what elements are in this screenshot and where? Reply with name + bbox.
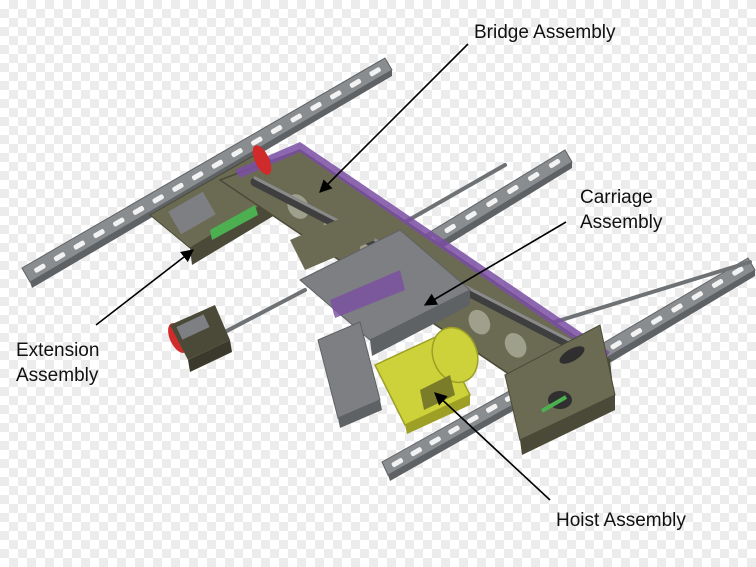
rail-slot (349, 78, 362, 88)
rail-slot (34, 263, 46, 273)
rail-slot (290, 113, 302, 123)
rail-slot (310, 101, 322, 111)
rail-slot (251, 136, 263, 146)
rail-slot (410, 447, 423, 457)
rail-slot (610, 340, 622, 350)
runway-rail-bottom (381, 384, 528, 481)
rail-slot (711, 278, 724, 288)
rail-slot (73, 240, 86, 250)
right-end-truck (504, 324, 616, 455)
runway-rail-top-left (21, 57, 393, 288)
extension-leader (95, 249, 195, 326)
rail-slot (486, 197, 498, 208)
rail-slot (630, 328, 643, 338)
extension-assembly-body (170, 305, 232, 372)
rail-slot (132, 205, 145, 215)
bridge-assembly-label: Bridge Assembly (474, 22, 616, 43)
rail-slot (172, 182, 184, 192)
girder-lightening-hole (504, 332, 527, 358)
rail-slot (113, 217, 125, 227)
rail-slot (53, 252, 66, 262)
rail-slot (528, 171, 540, 182)
hoist-assembly-label: Hoist Assembly (556, 510, 686, 531)
extension-assembly-label: Extension Assembly (16, 340, 100, 386)
rail-slot (465, 210, 477, 221)
carriage-leader (423, 221, 567, 306)
rail-slot (391, 458, 404, 468)
runway-rail-right-front (599, 257, 756, 364)
rail-slot (732, 266, 744, 276)
leader-lines (95, 43, 567, 501)
rail-slot (444, 223, 456, 234)
rail-slot (231, 148, 243, 158)
rail-slot (429, 436, 441, 446)
carriage-body (290, 210, 471, 356)
hoist-gearbox (317, 321, 382, 428)
rail-slot (507, 184, 519, 195)
bridge-leader (319, 43, 469, 193)
rail-slot (548, 158, 561, 169)
rail-slot (93, 229, 105, 239)
rail-slot (467, 414, 479, 424)
hoist-leader (434, 392, 551, 501)
rail-slot (329, 90, 342, 100)
girder-lightening-hole (468, 309, 491, 335)
rail-slot (485, 403, 498, 413)
carriage-assembly-label: Carriage Assembly (580, 187, 663, 233)
rail-slot (671, 303, 683, 313)
rail-slot (691, 291, 703, 301)
rail-slot (369, 67, 381, 77)
rail-slot (270, 125, 283, 135)
rail-slot (448, 425, 460, 435)
rail-slot (152, 194, 164, 204)
rail-slot (211, 159, 224, 169)
rail-slot (651, 315, 663, 325)
rail-slot (191, 171, 204, 181)
